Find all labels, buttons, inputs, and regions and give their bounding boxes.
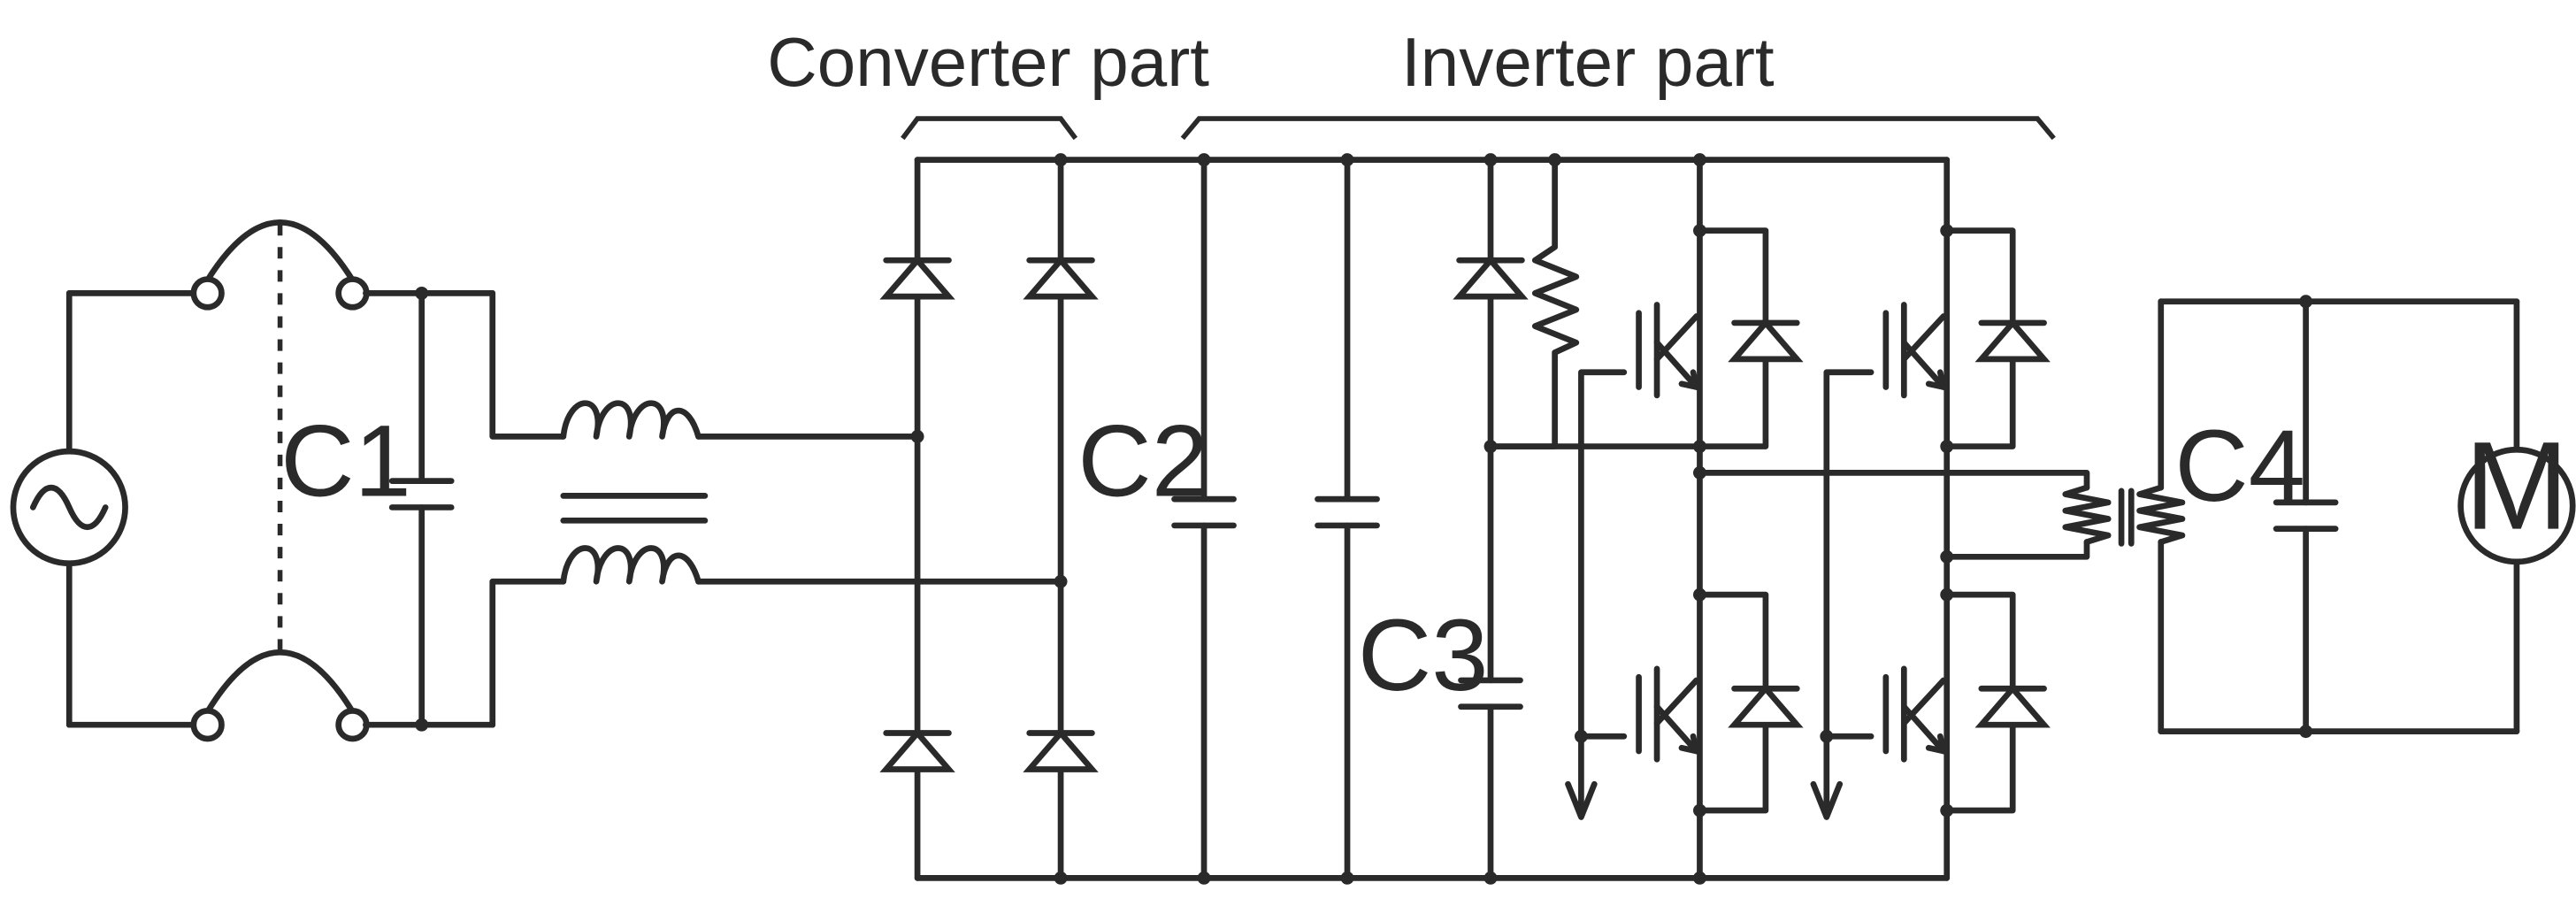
output-transformer <box>1697 298 2186 734</box>
inverter-part-label: Inverter part <box>1401 23 1775 101</box>
gate-drive-2 <box>1810 369 1874 820</box>
converter-part-label: Converter part <box>767 23 1209 101</box>
igbt-leg2-lower <box>1886 549 2044 818</box>
converter-bridge <box>886 153 1092 885</box>
converter-brace <box>901 116 1078 141</box>
ac-source-icon <box>10 290 128 728</box>
gate-drive-1 <box>1565 369 1628 820</box>
capacitor-c1 <box>392 286 451 732</box>
c2-label: C2 <box>1077 404 1208 518</box>
capacitor-c4 <box>2158 295 2520 739</box>
filter-choke <box>489 290 1064 728</box>
snubber-c3 <box>1460 153 1703 885</box>
c4-label: C4 <box>2174 410 2305 523</box>
inverter-legs <box>1693 153 1951 885</box>
igbt-leg1-lower <box>1639 465 1798 818</box>
motor-label: M <box>2465 416 2569 556</box>
capacitor-c2 <box>1175 153 1377 885</box>
inverter-brace <box>1180 116 2056 141</box>
breaker-switch <box>65 219 496 742</box>
c3-label: C3 <box>1358 599 1489 712</box>
c1-label: C1 <box>280 404 411 518</box>
motor-icon <box>2457 298 2576 734</box>
dc-bus-rails <box>914 157 1951 881</box>
igbt-leg2-upper <box>1886 224 2044 453</box>
igbt-leg1-upper <box>1639 224 1798 453</box>
